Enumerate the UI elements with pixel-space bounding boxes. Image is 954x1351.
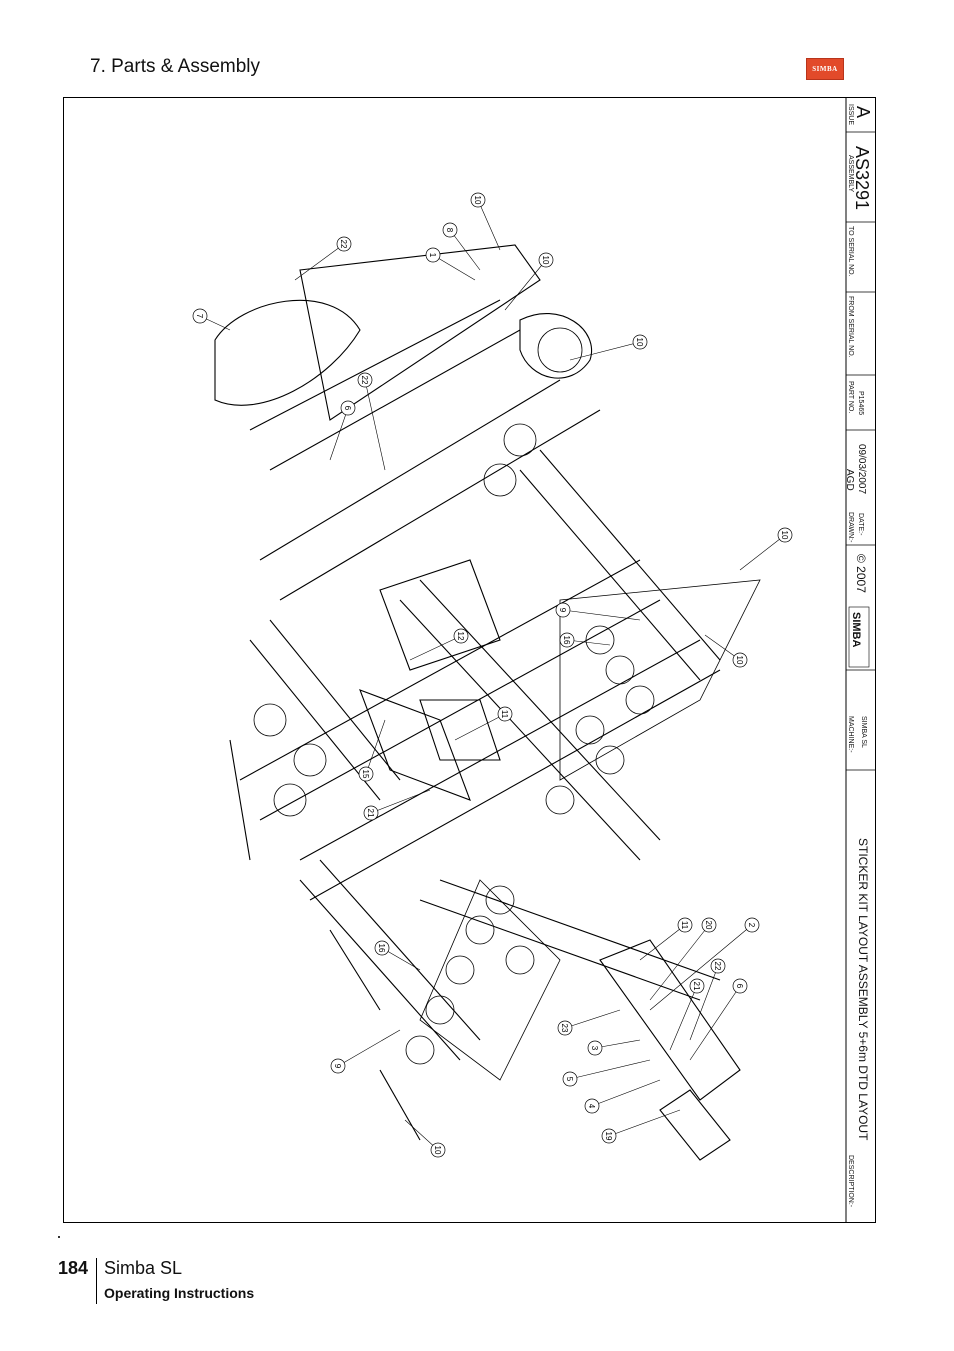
balloon-label: 9 (333, 1064, 342, 1069)
balloon-label: 4 (587, 1104, 596, 1109)
issue-label: ISSUE (847, 104, 854, 125)
balloon-label: 16 (562, 636, 571, 645)
balloon-10-d: 10 (777, 527, 793, 543)
machine-label: MACHINE:- (847, 716, 854, 753)
balloon-label: 21 (692, 982, 701, 991)
part-no-value: P15465 (857, 391, 864, 415)
date-label: DATE:- (857, 513, 864, 536)
balloon-label: 10 (735, 656, 744, 665)
title-block (845, 98, 876, 1222)
page-number: 184 (58, 1258, 89, 1278)
balloon-10-b: 10 (538, 252, 554, 268)
assembly-value: AS3291 (852, 146, 872, 210)
assembly-label: ASSEMBLY (847, 155, 854, 193)
balloon-label: 22 (339, 240, 348, 249)
balloon-label: 12 (456, 632, 465, 641)
balloon-16-a: 16 (559, 632, 575, 648)
balloon-label: 11 (680, 921, 689, 930)
balloon-label: 22 (713, 962, 722, 971)
footer-product-name: Simba SL (104, 1258, 183, 1278)
balloon-3: 3 (587, 1040, 603, 1056)
balloon-label: 21 (366, 809, 375, 818)
balloon-label: 10 (473, 196, 482, 205)
balloon-label: 9 (558, 608, 567, 613)
balloon-label: 10 (541, 256, 550, 265)
part-no-label: PART NO. (847, 381, 854, 413)
description-value: STICKER KIT LAYOUT ASSEMBLY 5+6m DTD LAY… (856, 838, 870, 1141)
simba-logo: SIMBA (806, 58, 844, 80)
drawing-frame (63, 97, 876, 1223)
balloon-label: 11 (500, 710, 509, 719)
title-block-text: ISSUE A ASSEMBLY AS3291 TO SERIAL NO. FR… (844, 104, 873, 1208)
balloon-label: 23 (560, 1024, 569, 1033)
machine-frame (214, 244, 741, 1161)
balloon-1: 1 (425, 247, 441, 263)
balloon-2: 2 (744, 917, 760, 933)
to-serial-label: TO SERIAL NO. (847, 226, 854, 277)
balloon-11-b: 11 (677, 917, 693, 933)
balloon-19: 19 (601, 1128, 617, 1144)
balloon-12: 12 (453, 628, 469, 644)
description-label: DESCRIPTION:- (847, 1155, 854, 1208)
balloon-23: 23 (557, 1020, 573, 1036)
balloon-21-a: 21 (363, 805, 379, 821)
balloon-label: 8 (445, 228, 454, 233)
leader-lines (199, 199, 786, 1151)
issue-value: A (853, 106, 873, 118)
balloon-22-b: 22 (357, 372, 373, 388)
machine-value: SIMBA SL (860, 716, 867, 748)
balloon-label: 6 (343, 406, 352, 411)
balloon-label: 22 (360, 376, 369, 385)
margin-dot (58, 1236, 60, 1238)
balloon-label: 10 (780, 531, 789, 540)
balloon-label: 6 (735, 984, 744, 989)
balloon-label: 10 (433, 1146, 442, 1155)
balloon-8: 8 (442, 222, 458, 238)
balloon-21-b: 21 (689, 978, 705, 994)
section-title: 7. Parts & Assembly (90, 56, 261, 77)
balloon-label: 1 (428, 253, 437, 258)
from-serial-label: FROM SERIAL NO. (847, 296, 854, 358)
balloon-6-b: 6 (732, 978, 748, 994)
balloon-9-a: 9 (555, 602, 571, 618)
balloon-6-a: 6 (340, 400, 356, 416)
balloon-label: 16 (377, 944, 386, 953)
balloon-20: 20 (701, 917, 717, 933)
balloon-22-a: 22 (336, 236, 352, 252)
balloon-label: 19 (604, 1132, 613, 1141)
balloon-10-a: 10 (470, 192, 486, 208)
balloon-7: 7 (192, 308, 208, 324)
callout-balloons: 10 8 1 22 10 7 10 22 6 10 9 16 12 10 11 … (192, 192, 793, 1158)
balloon-10-f: 10 (430, 1142, 446, 1158)
balloon-label: 10 (635, 338, 644, 347)
date-value: 09/03/2007 (856, 444, 867, 494)
disc-gangs (253, 327, 761, 1081)
balloon-10-e: 10 (732, 652, 748, 668)
drawn-value: AGD (844, 469, 855, 491)
balloon-10-c: 10 (632, 334, 648, 350)
balloon-22-c: 22 (710, 958, 726, 974)
balloon-label: 20 (704, 921, 713, 930)
balloon-label: 7 (195, 314, 204, 319)
balloon-9-b: 9 (330, 1058, 346, 1074)
balloon-4: 4 (584, 1098, 600, 1114)
balloon-label: 15 (361, 770, 370, 779)
balloon-11-a: 11 (497, 706, 513, 722)
balloon-15: 15 (358, 766, 374, 782)
footer-subtitle: Operating Instructions (104, 1285, 255, 1301)
balloon-5: 5 (562, 1071, 578, 1087)
footer-divider (96, 1258, 97, 1304)
title-block-brand: SIMBA (850, 612, 862, 648)
balloon-label: 2 (747, 923, 756, 928)
drawn-label: DRAWN:- (847, 512, 854, 543)
balloon-16-b: 16 (374, 940, 390, 956)
balloon-label: 5 (565, 1077, 574, 1082)
copyright-text: © 2007 (854, 554, 868, 593)
balloon-label: 3 (590, 1046, 599, 1051)
